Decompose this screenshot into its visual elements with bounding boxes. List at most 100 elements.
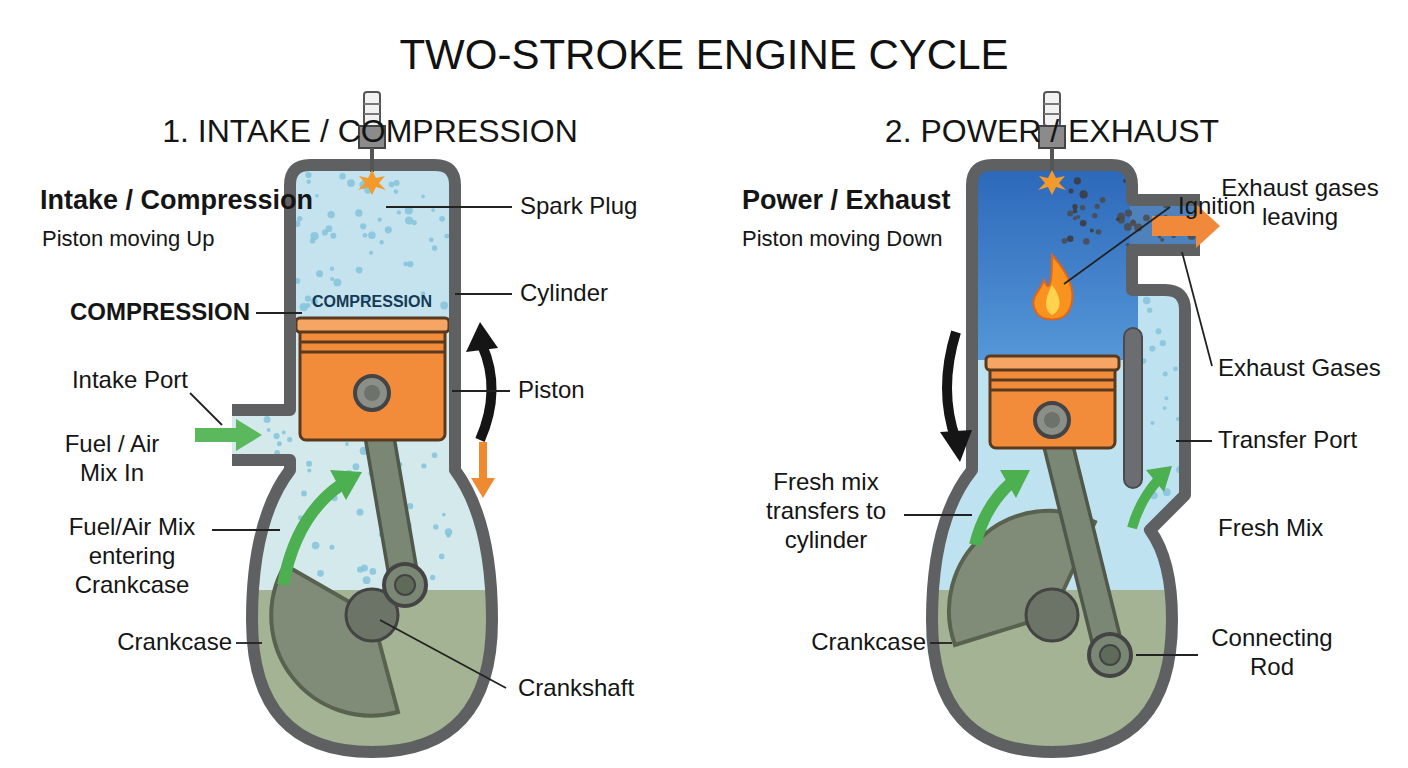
mix-dot xyxy=(432,245,438,251)
stroke-subheading: Piston moving Up xyxy=(42,226,214,252)
diagram-title: TWO-STROKE ENGINE CYCLE xyxy=(0,30,1408,80)
mix-dot xyxy=(1147,308,1152,313)
mix-dot xyxy=(1069,189,1074,194)
mix-dot xyxy=(421,194,425,198)
mix-dot xyxy=(403,262,408,267)
wrist-pin-core xyxy=(364,385,380,401)
mix-dot xyxy=(439,216,445,222)
mix-dot xyxy=(1149,345,1155,351)
transfer-divider xyxy=(1124,328,1142,488)
mix-dot xyxy=(1130,220,1136,226)
piston-ring xyxy=(990,379,1115,382)
mix-dot xyxy=(405,217,413,225)
intake-arrow xyxy=(195,428,240,442)
leader-line xyxy=(904,514,972,516)
crank-counterweight xyxy=(271,565,398,716)
mix-dot xyxy=(1067,235,1074,242)
mix-dot xyxy=(1125,209,1132,216)
leader-line xyxy=(930,642,952,644)
mix-dot xyxy=(326,225,333,232)
leader-line xyxy=(380,620,506,688)
mix-dot xyxy=(432,452,438,458)
compression-zone xyxy=(288,160,458,325)
flow-label: Fuel/Air Mix entering Crankcase xyxy=(47,513,217,599)
stroke-heading: Intake / Compression xyxy=(40,184,313,216)
piston xyxy=(296,318,449,440)
mix-dot xyxy=(1090,229,1094,233)
arrow-head xyxy=(471,478,495,498)
mix-dot xyxy=(1163,372,1168,377)
mix-dot xyxy=(1160,340,1166,346)
plug-rib xyxy=(364,103,380,105)
mix-dot xyxy=(430,575,435,580)
mix-dot xyxy=(1143,215,1150,222)
part-label: Connecting Rod xyxy=(1197,624,1347,682)
mix-dot xyxy=(356,267,363,274)
part-label: Piston xyxy=(518,376,585,405)
mix-dot xyxy=(360,223,366,229)
mix-dot xyxy=(1080,205,1085,210)
mix-dot xyxy=(1073,209,1078,214)
mix-dot xyxy=(277,441,282,446)
mix-dot xyxy=(345,442,349,446)
arrow-head xyxy=(236,419,262,451)
mix-dot xyxy=(385,226,392,233)
mix-dot xyxy=(444,234,449,239)
piston-ring xyxy=(990,389,1115,392)
mix-dot xyxy=(394,189,399,194)
mix-dot xyxy=(329,545,334,550)
mix-dot xyxy=(1062,238,1068,244)
part-label: Cylinder xyxy=(520,279,608,308)
mix-dot xyxy=(282,431,286,435)
plug-electrode xyxy=(370,148,374,172)
piston-body xyxy=(300,320,445,440)
crankshaft-hub xyxy=(1026,589,1078,641)
right-engine xyxy=(920,92,1220,768)
leader-line xyxy=(386,206,512,208)
mix-dot xyxy=(1143,297,1151,305)
stroke-heading: Power / Exhaust xyxy=(742,184,951,216)
mix-dot xyxy=(1100,197,1106,203)
piston-crown xyxy=(296,318,449,332)
mix-dot xyxy=(1074,177,1081,184)
wrist-pin-core xyxy=(1044,412,1060,428)
fresh-mix-zone xyxy=(920,150,1220,768)
mix-dot xyxy=(306,303,311,308)
mix-dot xyxy=(307,468,311,472)
leader-line xyxy=(1136,654,1198,656)
flow-label: Fresh mix transfers to cylinder xyxy=(741,468,911,554)
mix-dot xyxy=(407,261,413,267)
mix-dot xyxy=(301,491,307,497)
mix-dot xyxy=(433,524,438,529)
combustion-zone xyxy=(966,160,1138,360)
part-label: Exhaust Gases xyxy=(1218,354,1381,383)
crank-pin-core xyxy=(1100,645,1120,665)
left-fills xyxy=(220,150,520,768)
mix-dot xyxy=(431,208,435,212)
flow-label: Exhaust gases leaving xyxy=(1205,174,1395,232)
mix-dot xyxy=(397,210,401,214)
leader-line xyxy=(455,293,512,295)
mix-dot xyxy=(328,211,335,218)
crank-pin xyxy=(384,564,426,606)
mix-dot xyxy=(267,428,271,432)
right-fills xyxy=(920,150,1220,768)
mix-dot xyxy=(1096,229,1102,235)
mix-dot xyxy=(355,209,362,216)
part-label: Intake Port xyxy=(72,366,188,395)
mix-dot xyxy=(306,461,312,467)
mix-dot xyxy=(1116,218,1120,222)
motion-arrow xyxy=(947,332,956,440)
mix-dot xyxy=(334,279,342,287)
mix-dot xyxy=(1067,210,1073,216)
mix-dot xyxy=(1160,238,1164,242)
mix-dot xyxy=(429,237,434,242)
wrist-pin xyxy=(1035,403,1069,437)
spark xyxy=(1038,170,1066,195)
part-label: Crankshaft xyxy=(518,674,634,703)
mix-dot xyxy=(1163,406,1167,410)
mix-dot xyxy=(357,566,363,572)
leader-line xyxy=(1176,440,1212,442)
mix-dot xyxy=(287,437,292,442)
leader-line xyxy=(452,390,510,392)
